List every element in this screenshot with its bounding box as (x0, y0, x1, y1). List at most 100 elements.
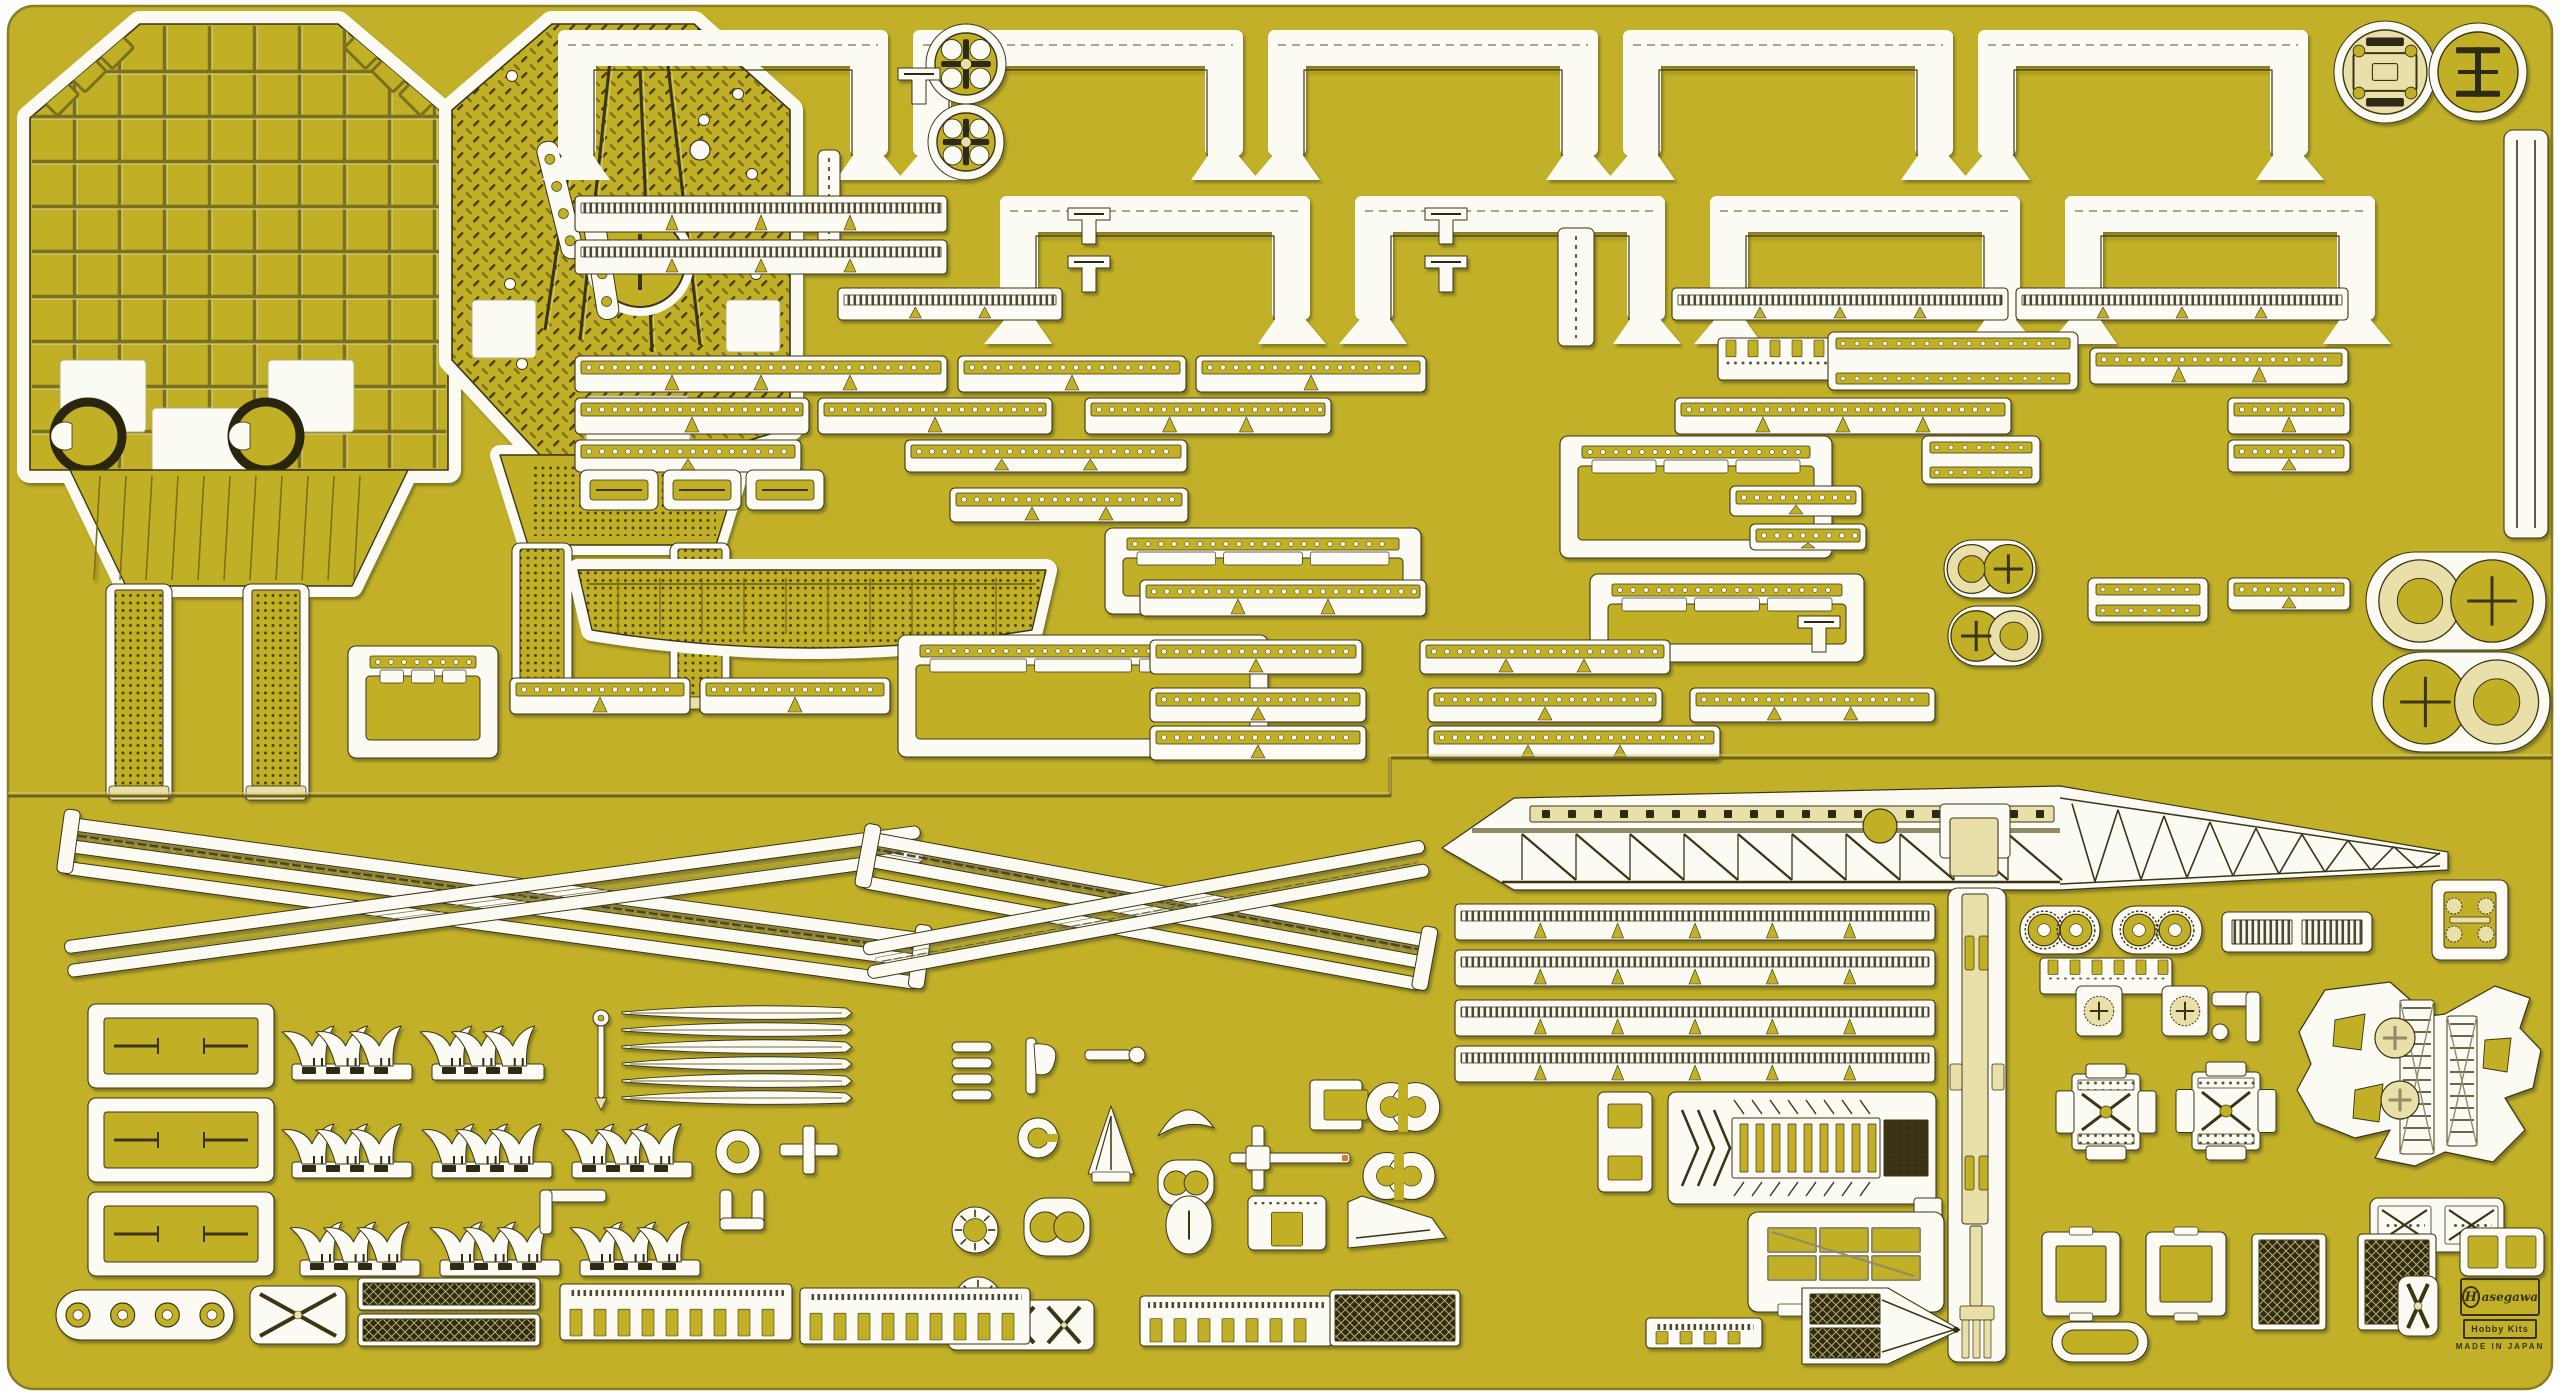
part-ring2rect-blob (1023, 1197, 1091, 1257)
part-rail (2089, 347, 2349, 385)
part-frame (347, 645, 499, 759)
part-toothrect (2221, 911, 2373, 953)
part-boom (1441, 785, 2449, 891)
part-arcseg-blob (1157, 1109, 1215, 1137)
part-rail (1689, 687, 1936, 723)
part-rail (1729, 485, 1863, 517)
part-tpart (1424, 255, 1468, 293)
part-pairrect-blob (2459, 1227, 2545, 1277)
part-xsmall-blob (2397, 1275, 2439, 1337)
part-Lrod-blob (539, 1189, 607, 1235)
panel-divider-lines (8, 754, 2552, 798)
part-flower-circle (925, 23, 1007, 105)
part-rail (1749, 523, 1867, 551)
part-a-discpair (2365, 551, 2547, 651)
part-crown (281, 1123, 413, 1179)
part-rectT-blob (1247, 1195, 1327, 1251)
part-xsmall-blob (249, 1285, 347, 1345)
part-linkcircles (55, 1289, 235, 1341)
part-wheelsq-blob (2075, 985, 2123, 1037)
part-white-comb (799, 1287, 1031, 1345)
part-grille (1667, 1091, 1943, 1239)
part-tpart (897, 67, 941, 105)
brand-initial-icon: H (2462, 1286, 2480, 1308)
part-crown (429, 1221, 561, 1277)
part-darktri (1801, 1287, 1961, 1365)
part-crown (561, 1123, 693, 1179)
part-toothrail (2015, 287, 2349, 321)
part-CC-blob (1362, 1151, 1436, 1201)
part-rail (904, 439, 1188, 473)
part-toothrail (1454, 903, 1936, 941)
part-tri-blob (1087, 1105, 1135, 1183)
part-rail (2227, 397, 2351, 435)
part-rect-sm-blob (662, 469, 742, 511)
part-white-comb (559, 1283, 793, 1341)
part-rect-sm-blob (745, 469, 825, 511)
part-Lhook-blob (2211, 991, 2261, 1043)
brand-name: asegawa (2481, 1290, 2538, 1304)
part-rail (509, 677, 691, 715)
part-boxframe (87, 1097, 275, 1183)
part-dark-comb (357, 1277, 541, 1311)
part-tpart (1067, 255, 1111, 293)
part-sled-blob (1347, 1195, 1447, 1249)
part-polynet (2296, 981, 2542, 1167)
part-xassembly (2055, 1063, 2157, 1161)
part-staple (1339, 196, 1681, 344)
part-boxframe (87, 1191, 275, 1277)
part-crown (421, 1123, 553, 1179)
part-white-comb (1645, 1317, 1763, 1349)
part-rail (1674, 397, 2012, 435)
part-cream-circle (2333, 20, 2437, 124)
part-crown (569, 1221, 701, 1277)
part-toothrail (1671, 287, 2009, 321)
part-toothrail (837, 287, 1063, 321)
part-gear-blob (951, 1206, 999, 1254)
part-ibeam-circle (2428, 22, 2528, 122)
part-tee-blob (779, 1125, 839, 1175)
part-mast (1947, 887, 2007, 1363)
part-clipF-blob (1309, 1079, 1369, 1131)
part-crown (289, 1221, 421, 1277)
part-ellipse-blob (1165, 1195, 1213, 1255)
part-deckA (17, 11, 461, 801)
part-rail (957, 355, 1187, 393)
part-tinyU-blob (719, 1189, 765, 1231)
part-rail (699, 677, 891, 715)
part-ring2-blob (1157, 1159, 1215, 1207)
part-rail (2227, 439, 2351, 473)
part-stadium (2051, 1321, 2149, 1363)
part-staple (542, 30, 904, 180)
part-boxframe (87, 1003, 275, 1089)
part-framework (1747, 1211, 1945, 1317)
part-wheelsq-blob (2161, 985, 2209, 1037)
part-rail (574, 439, 802, 473)
part-tpart (1797, 615, 1841, 653)
part-rail (574, 355, 948, 393)
part-frame (1589, 573, 1865, 663)
part-white-comb (1139, 1295, 1333, 1347)
part-winbr-blob (1597, 1091, 1653, 1193)
part-rail (1149, 725, 1367, 761)
part-toothrail (574, 239, 948, 275)
part-rect-sm-blob (579, 469, 659, 511)
part-frame2 (1827, 331, 2079, 391)
part-teeth-comb (2039, 957, 2173, 995)
part-chainoval (2019, 905, 2101, 955)
part-rail (1419, 639, 1671, 675)
etched-parts-layer (17, 11, 2551, 1365)
part-flower-circle (927, 103, 1005, 181)
part-b-discpair (2371, 651, 2551, 753)
made-in-japan-text: MADE IN JAPAN (2455, 1342, 2545, 1351)
part-toothrail (574, 195, 948, 233)
part-dark-comb (357, 1313, 541, 1347)
part-rod-blob (1084, 1046, 1146, 1064)
part-blades (621, 1005, 853, 1105)
part-rail (1427, 687, 1663, 723)
part-rail (1084, 397, 1332, 435)
part-ringC-blob (1017, 1117, 1059, 1159)
part-rail (817, 397, 1053, 435)
